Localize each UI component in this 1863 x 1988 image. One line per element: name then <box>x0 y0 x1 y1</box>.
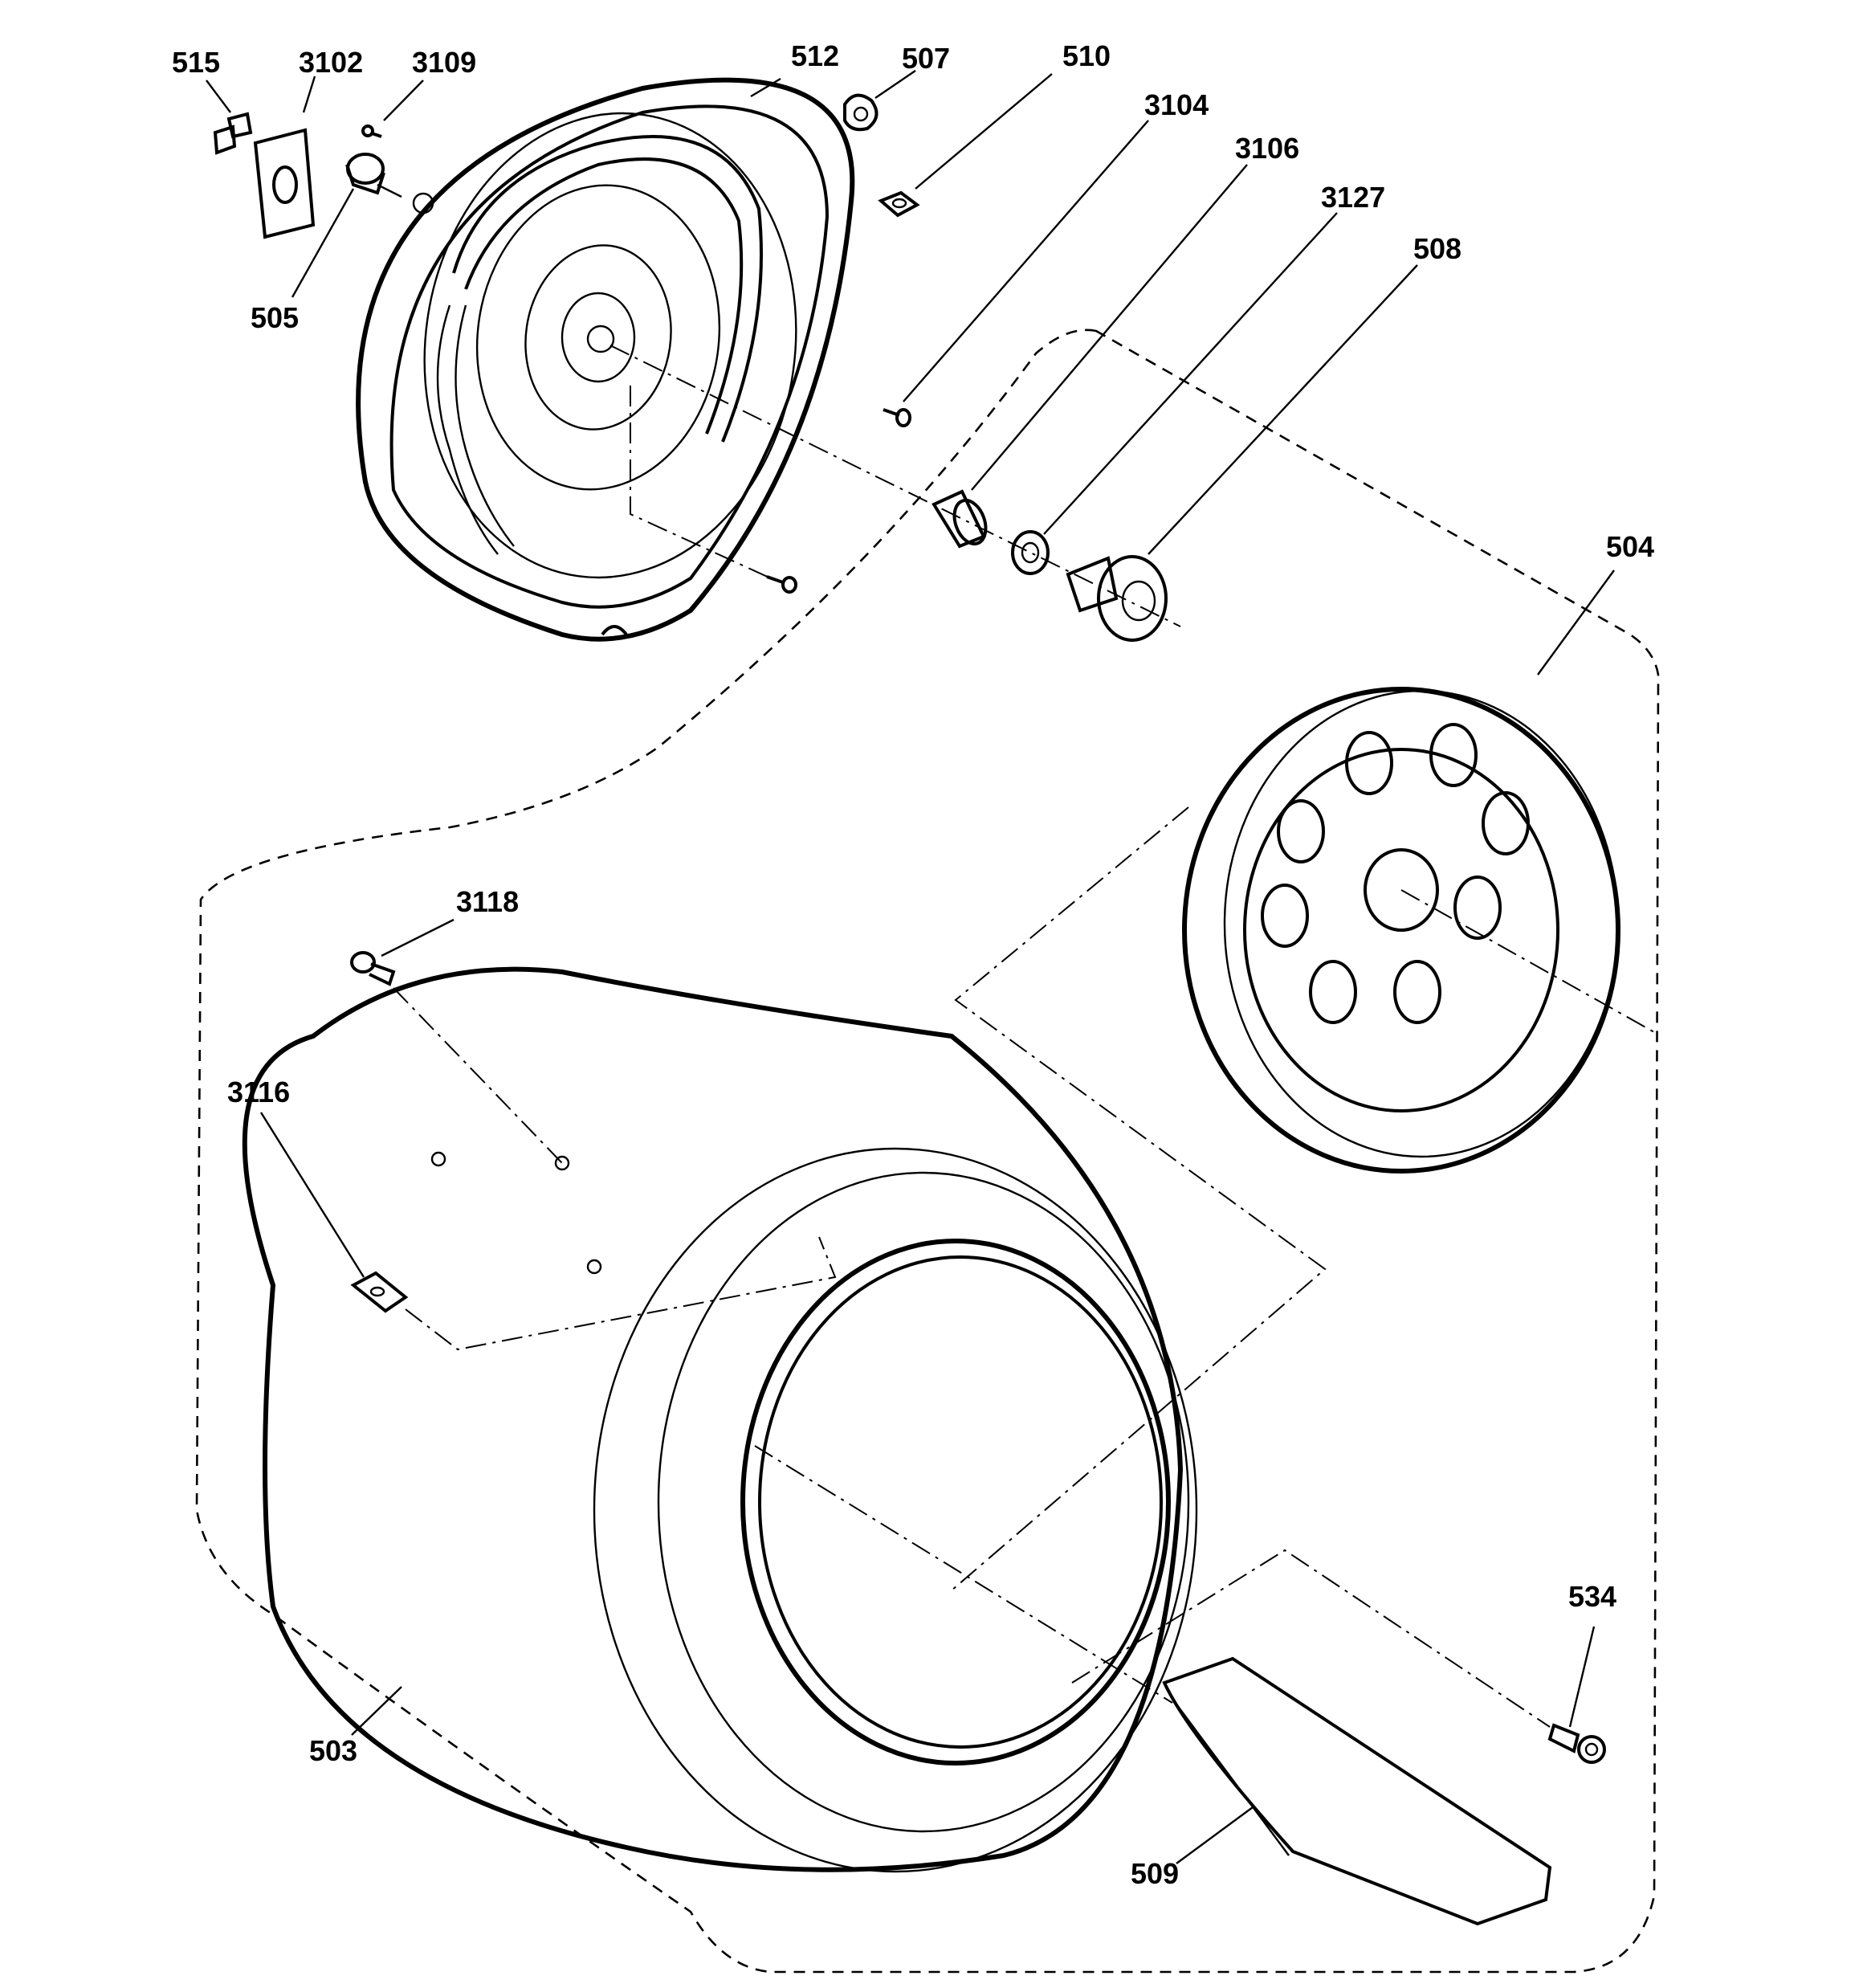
bracket-507-part <box>843 93 879 132</box>
callout-505: 505 <box>251 301 299 334</box>
callout-512: 512 <box>791 39 839 72</box>
screw-3104-part <box>883 408 911 427</box>
callout-3104: 3104 <box>1144 88 1209 121</box>
callout-534: 534 <box>1568 1580 1616 1613</box>
bushing-3106-part <box>932 489 988 549</box>
plate-3102-part <box>253 128 316 239</box>
centerline-baffle <box>1071 1549 1551 1728</box>
rear-drum-head-part <box>356 77 855 642</box>
clip-515-part <box>213 112 253 155</box>
clip-3116-part <box>350 1271 409 1313</box>
clip-510-part <box>878 190 920 218</box>
thermostat-505-part <box>345 153 402 198</box>
callout-509: 509 <box>1131 1857 1179 1890</box>
callout-507: 507 <box>902 42 950 75</box>
callout-515: 515 <box>172 46 220 79</box>
drum-503-part <box>242 966 1198 1873</box>
centerline-rear-2 <box>630 386 772 579</box>
shaft-508-part <box>1066 555 1168 642</box>
front-drum-head-504-part <box>1182 687 1655 1174</box>
screw-3109-part <box>361 125 382 138</box>
vent-holes <box>1261 723 1530 1024</box>
washer-3127-part <box>1011 530 1050 575</box>
leader-lines <box>206 70 1615 1864</box>
callout-510: 510 <box>1062 39 1111 72</box>
callout-3102: 3102 <box>299 46 363 79</box>
callout-3109: 3109 <box>412 46 476 79</box>
assembly-boundary-dashed <box>195 329 1660 1974</box>
centerline-wheel-to-drum <box>951 806 1327 1591</box>
screw-534-part <box>1547 1723 1606 1764</box>
baffle-509-part <box>1162 1656 1552 1926</box>
callout-508: 508 <box>1413 232 1461 265</box>
screw-3118-part <box>350 951 396 986</box>
callout-3116: 3116 <box>227 1076 290 1108</box>
screw-rear-head-part <box>766 575 797 594</box>
callout-3118: 3118 <box>456 885 519 918</box>
callout-504: 504 <box>1606 530 1654 563</box>
callout-3127: 3127 <box>1321 181 1385 214</box>
callout-3106: 3106 <box>1235 132 1299 165</box>
callout-503: 503 <box>309 1734 357 1767</box>
centerline-rear <box>609 345 1181 627</box>
